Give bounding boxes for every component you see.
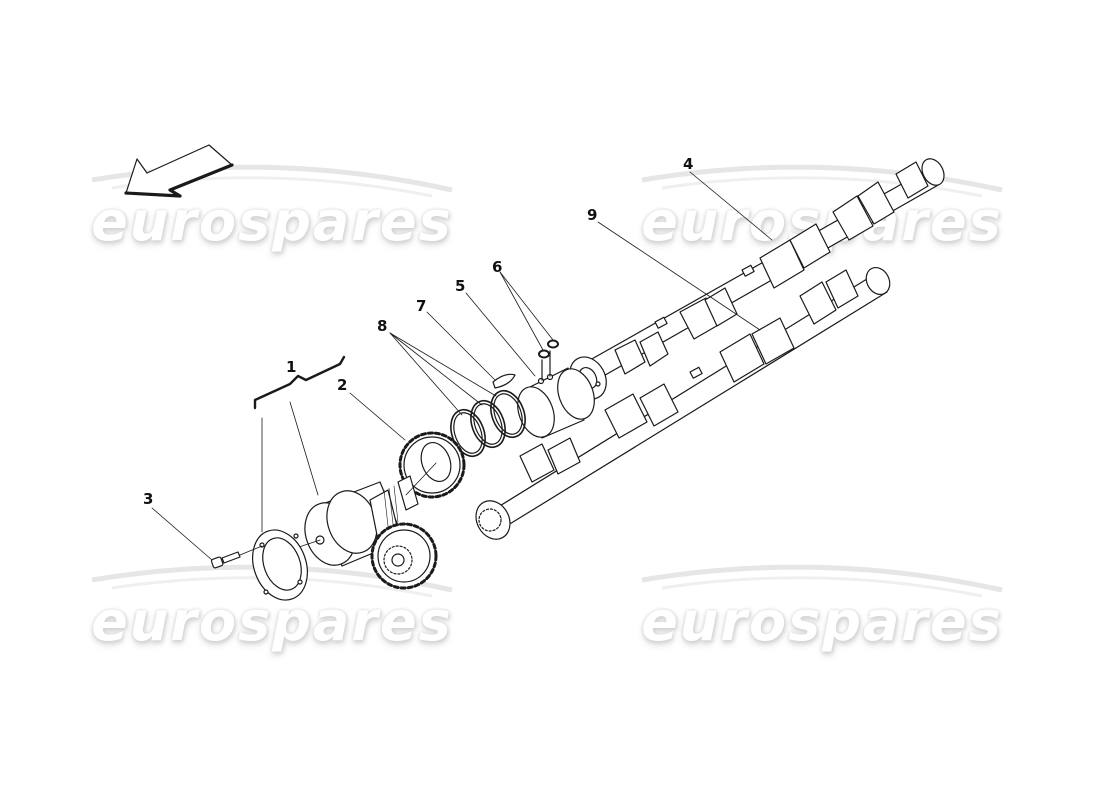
callout-3[interactable]: 3 bbox=[143, 490, 154, 508]
watermark-text: eurospares bbox=[91, 190, 453, 253]
callout-9[interactable]: 9 bbox=[587, 206, 598, 224]
bush-sleeve bbox=[517, 367, 595, 439]
callout-5[interactable]: 5 bbox=[455, 277, 466, 295]
watermark-text: eurospares bbox=[641, 590, 1003, 653]
callout-1[interactable]: 1 bbox=[286, 358, 297, 376]
camshaft-lower bbox=[475, 267, 891, 540]
seal-rings bbox=[450, 389, 526, 458]
watermark-bottom-left: eurospares bbox=[72, 550, 472, 653]
timing-gear bbox=[398, 431, 466, 499]
watermark-text: eurospares bbox=[91, 590, 453, 653]
camshaft-upper bbox=[569, 158, 945, 400]
leader-lines bbox=[151, 171, 773, 561]
group-bracket bbox=[253, 355, 346, 410]
callout-4[interactable]: 4 bbox=[683, 155, 694, 173]
secondary-gear bbox=[370, 522, 438, 590]
callout-6[interactable]: 6 bbox=[492, 258, 503, 276]
watermark-bottom-right: eurospares bbox=[622, 550, 1022, 653]
callout-8[interactable]: 8 bbox=[377, 317, 388, 335]
watermark-swoosh-icon bbox=[641, 564, 1003, 598]
callout-7[interactable]: 7 bbox=[416, 297, 427, 315]
flange-plate bbox=[252, 529, 308, 601]
callout-2[interactable]: 2 bbox=[337, 376, 348, 394]
arrow-front-left-icon bbox=[124, 144, 234, 198]
screw bbox=[210, 545, 263, 569]
o-rings bbox=[538, 339, 559, 381]
woodruff-key bbox=[492, 373, 516, 389]
